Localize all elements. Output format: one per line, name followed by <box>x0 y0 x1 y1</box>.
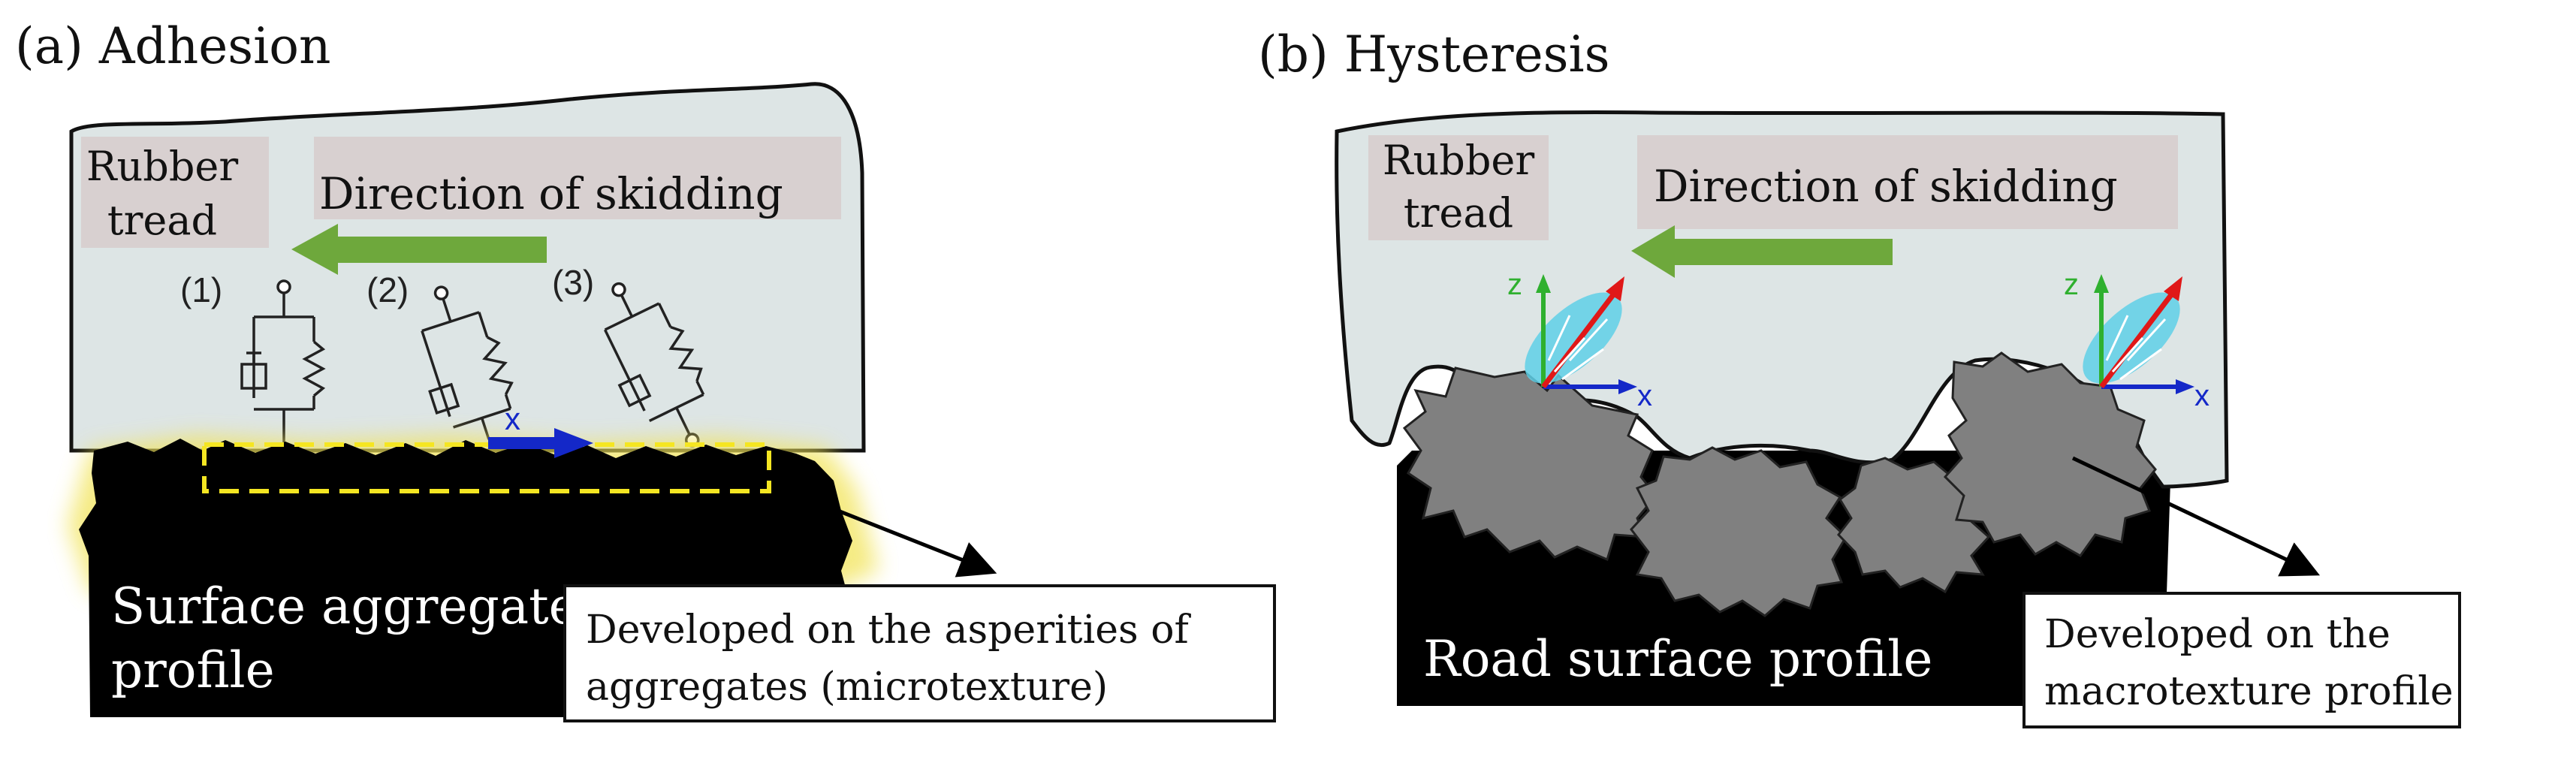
x-axis-label-1: x <box>1637 379 1652 412</box>
rubber-label-b-line2: tread <box>1404 189 1513 237</box>
force-glyph-1: z x <box>1507 268 1652 412</box>
callout-b-line1: Developed on the <box>2044 612 2390 657</box>
macrotexture-aggregates <box>1402 351 2157 617</box>
x-axis-label-a: x <box>505 401 520 436</box>
aggregate-stone-3 <box>1837 457 1991 594</box>
rubber-label-box-b <box>1368 135 1549 240</box>
element-label-1: (1) <box>180 270 222 309</box>
aggregate-label-a-line2: profile <box>111 641 275 699</box>
spring-dashpot-2 <box>421 285 514 440</box>
microtexture-dashed-box <box>202 442 771 493</box>
aggregate-stone-1 <box>1402 366 1658 562</box>
callout-pointer-b <box>2071 456 2321 577</box>
panel-a-title: (a) Adhesion <box>15 17 331 75</box>
direction-label-a: Direction of skidding <box>319 168 783 219</box>
callout-a-line2: aggregates (microtexture) <box>586 665 1108 710</box>
callout-a-line1: Developed on the asperities of <box>586 608 1192 653</box>
aggregate-label-a-line1: Surface aggregate <box>111 578 578 635</box>
spring-dashpot-1 <box>240 279 326 445</box>
element-label-3: (3) <box>552 263 594 302</box>
rubber-label-a-line2: tread <box>107 197 217 244</box>
callout-pointer-a <box>780 486 997 578</box>
callout-b-line2: macrotexture profile <box>2044 669 2454 714</box>
rubber-label-b-line1: Rubber <box>1383 137 1535 184</box>
aggregate-stone-4 <box>1943 351 2157 557</box>
road-label-b: Road surface profile <box>1423 630 1932 688</box>
x-axis-arrowhead-a <box>554 428 593 458</box>
aggregate-stone-2 <box>1630 446 1848 617</box>
panel-b-title: (b) Hysteresis <box>1258 26 1609 83</box>
rubber-label-a-line1: Rubber <box>86 143 239 190</box>
panel-b: (b) Hysteresis Rubber tread Direction of… <box>1258 26 2461 728</box>
z-axis-label-2: z <box>2064 268 2079 301</box>
z-axis-label-1: z <box>1507 268 1522 301</box>
panel-a: (a) Adhesion Rubber tread Direction of s… <box>15 17 1276 722</box>
direction-label-box-a <box>314 137 841 219</box>
skid-arrow-b <box>1631 225 1893 278</box>
callout-box-b <box>2022 592 2461 728</box>
element-label-2: (2) <box>366 270 409 309</box>
skid-arrow-a <box>291 224 547 275</box>
x-axis-label-2: x <box>2194 379 2210 412</box>
force-glyph-2: z x <box>2064 268 2210 412</box>
callout-box-a <box>563 584 1276 722</box>
direction-label-box-b <box>1637 135 2178 229</box>
rubber-label-box-a <box>81 137 269 248</box>
direction-label-b: Direction of skidding <box>1654 161 2118 212</box>
